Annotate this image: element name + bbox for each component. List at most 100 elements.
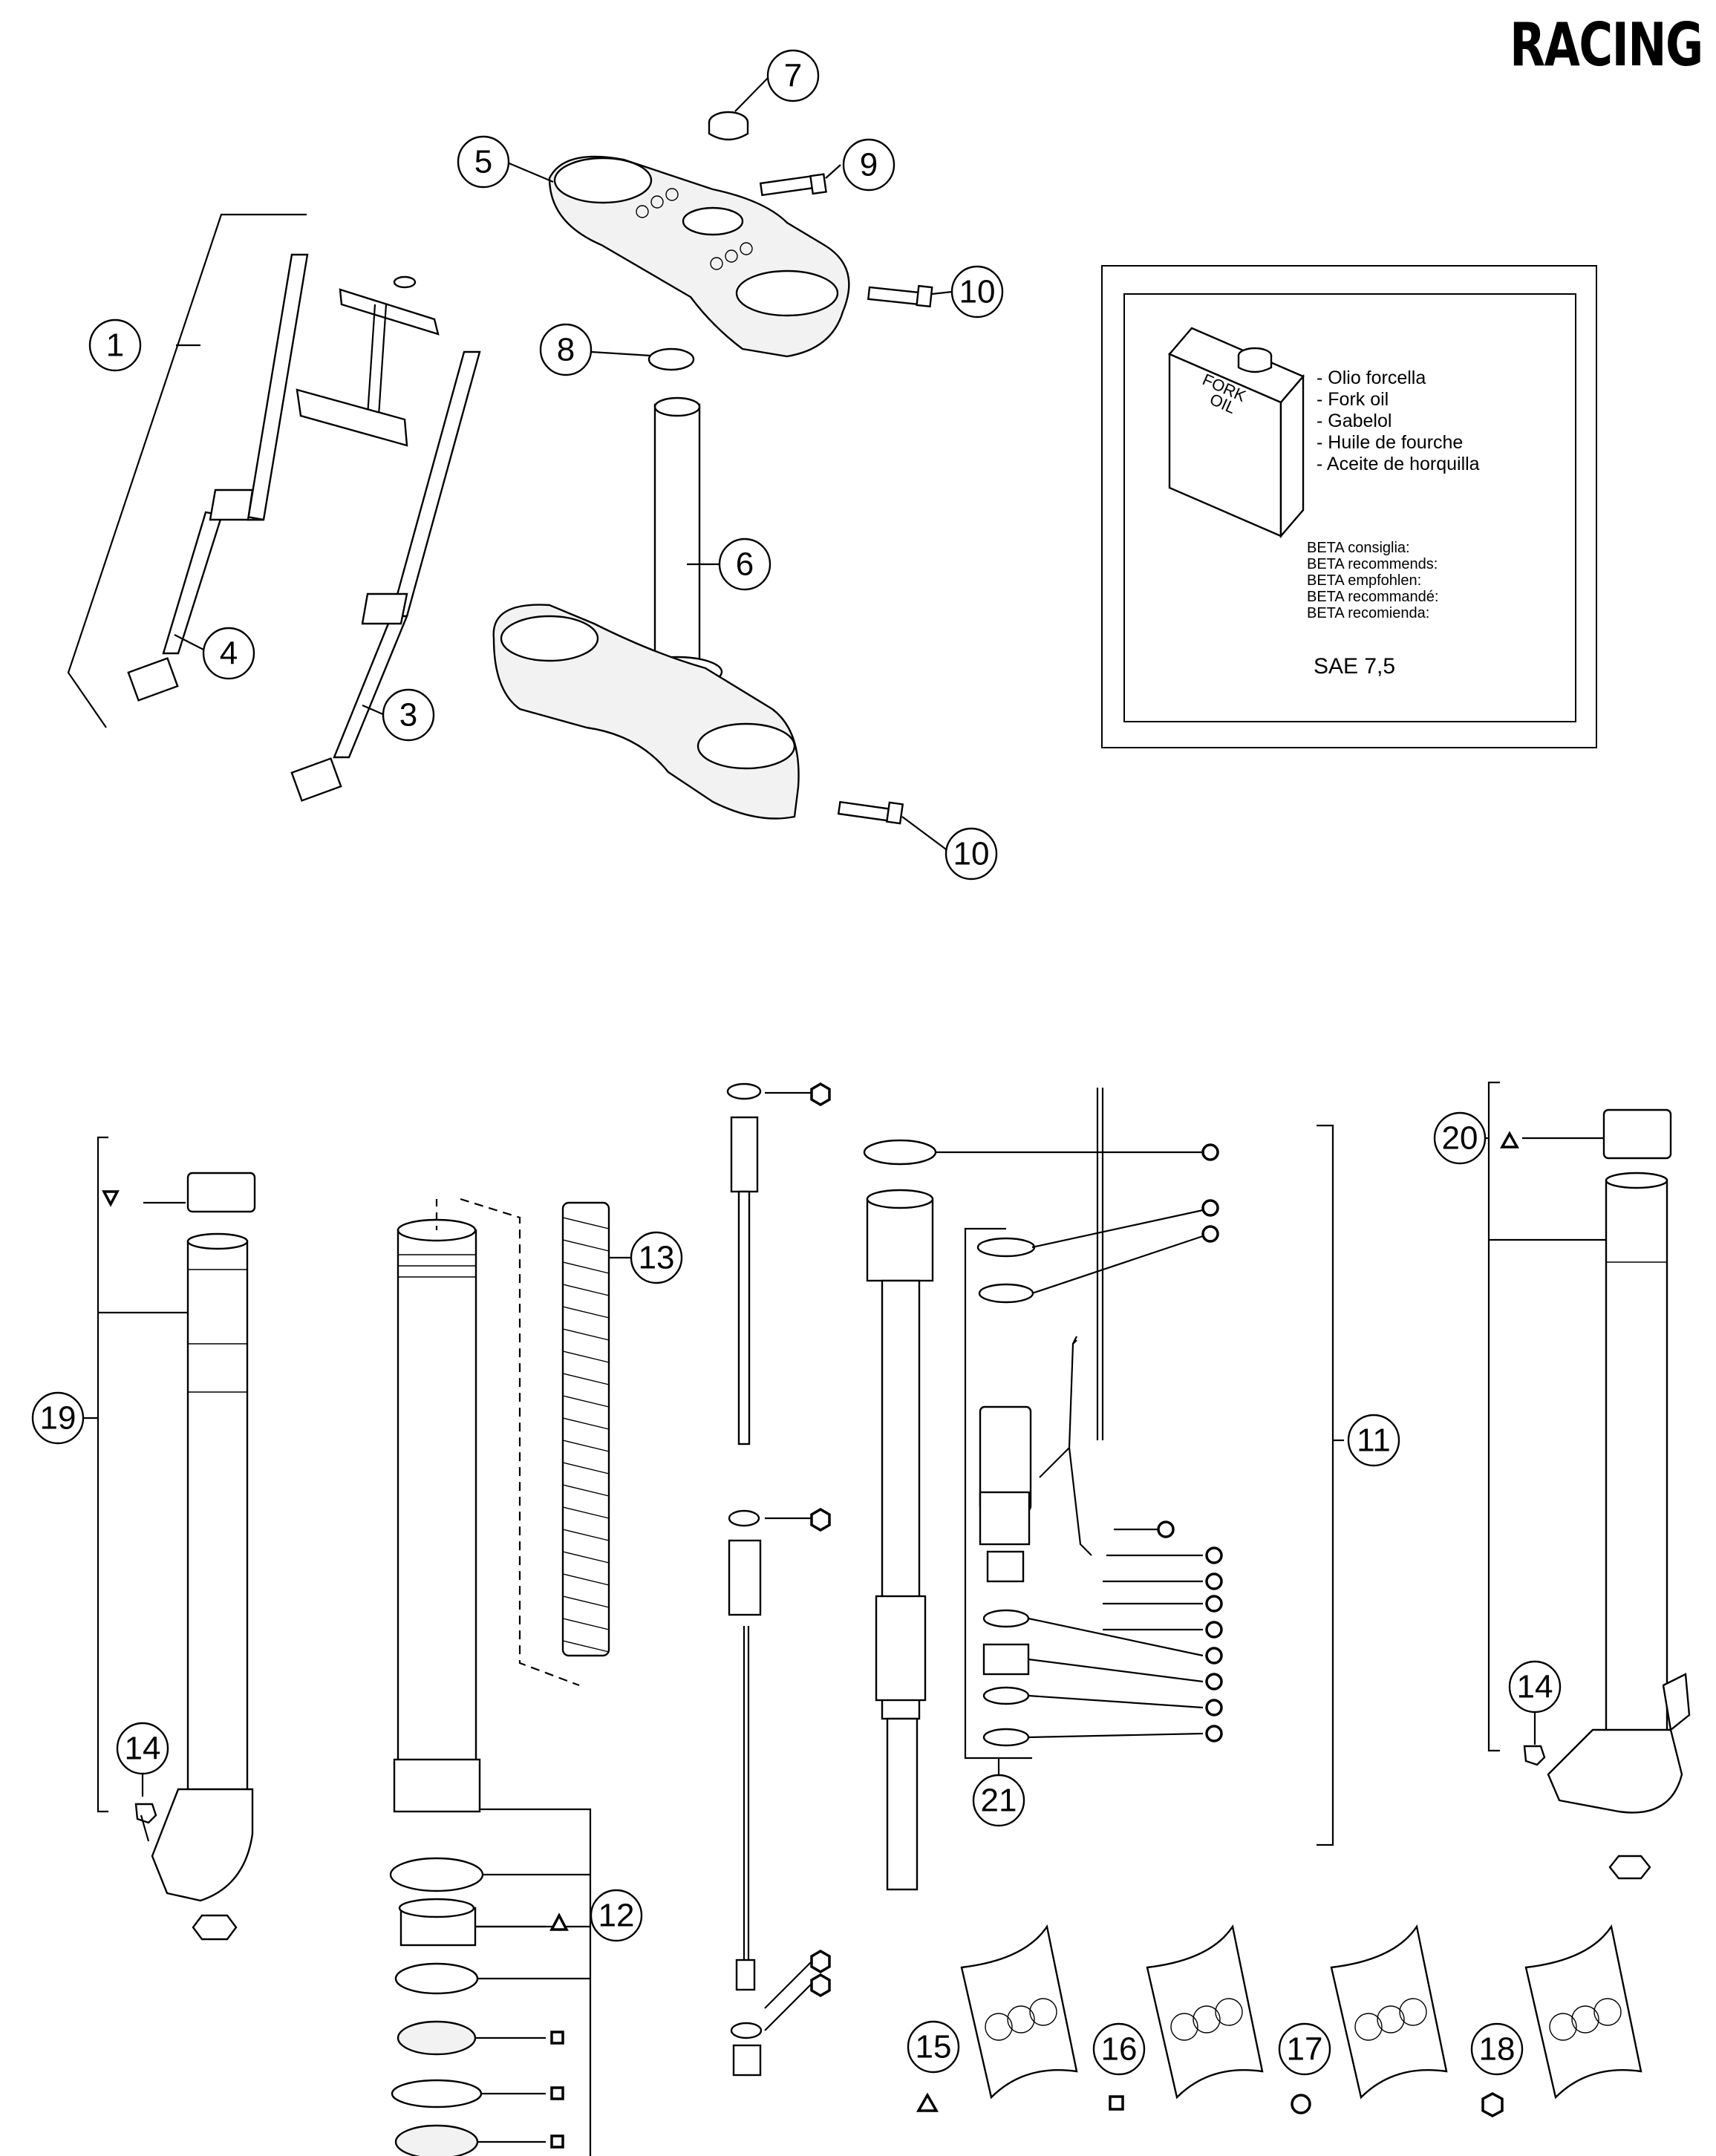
- cartridge-11: [863, 1124, 1344, 1891]
- svg-text:17: 17: [1287, 2031, 1323, 2068]
- recommends-en: BETA recommends:: [1307, 556, 1438, 572]
- kit-hexagon-marker: [810, 1973, 831, 1998]
- kit-bag-18: [1524, 1924, 1642, 2100]
- svg-text:3: 3: [399, 697, 417, 734]
- svg-text:6: 6: [736, 546, 754, 583]
- callout-8: 8: [539, 323, 593, 376]
- page-title: RACING: [1510, 10, 1704, 79]
- svg-text:9: 9: [860, 147, 878, 183]
- callout-14a: 14: [116, 1722, 169, 1775]
- brand-recommends-list: BETA consiglia: BETA recommends: BETA em…: [1307, 540, 1438, 621]
- svg-text:16: 16: [1101, 2031, 1138, 2068]
- oil-name-it: - Olio forcella: [1317, 368, 1426, 388]
- outer-tube-right: [1547, 1108, 1691, 1880]
- fork-spring: [561, 1201, 631, 1657]
- fork-leg-left: [127, 253, 309, 702]
- callout-11: 11: [1347, 1414, 1400, 1467]
- svg-text:11: 11: [1357, 1422, 1391, 1459]
- kit-hexagon-marker: [810, 1082, 831, 1107]
- oil-name-list: - Olio forcella - Fork oil - Gabelol - H…: [1317, 368, 1480, 475]
- fork-leg-right: [290, 350, 481, 802]
- mini-triple-clamp: [296, 275, 440, 447]
- kit-triangle-marker: [549, 1912, 569, 1931]
- kit-bag-16: [1146, 1924, 1264, 2100]
- kit-triangle-marker: [102, 1190, 120, 1207]
- clamp-bolt-low: [837, 800, 904, 825]
- oil-grade: SAE 7,5: [1314, 654, 1396, 679]
- callout-15: 15: [907, 2020, 960, 2074]
- clamp-bolt-top: [759, 173, 827, 197]
- svg-text:19: 19: [40, 1400, 76, 1437]
- callout-10a: 10: [950, 265, 1004, 318]
- oil-name-en: - Fork oil: [1317, 389, 1389, 410]
- oil-can-icon: FORK OIL: [1168, 327, 1305, 539]
- svg-text:12: 12: [598, 1898, 635, 1934]
- svg-text:14: 14: [1517, 1669, 1553, 1705]
- callout-1: 1: [88, 318, 142, 372]
- kit-bag-15: [960, 1924, 1078, 2100]
- svg-text:10: 10: [959, 274, 996, 310]
- upper-triple-clamp: [548, 155, 850, 358]
- lower-triple-clamp: [492, 396, 800, 820]
- svg-text:8: 8: [557, 332, 575, 368]
- callout-14b: 14: [1508, 1660, 1562, 1714]
- seal-kit-12: [389, 1808, 601, 2156]
- svg-text:4: 4: [220, 636, 238, 672]
- bracket-20: [1481, 1081, 1608, 1752]
- recommends-es: BETA recomienda:: [1307, 605, 1430, 621]
- callout-16: 16: [1092, 2022, 1146, 2076]
- recommends-fr: BETA recommandé:: [1307, 589, 1439, 605]
- oil-name-es: - Aceite de horquilla: [1317, 454, 1480, 474]
- recommends-it: BETA consiglia:: [1307, 540, 1410, 556]
- kit-circle-marker: [1291, 2094, 1311, 2114]
- circle-kit-markers: [1157, 1143, 1223, 1742]
- callout-20: 20: [1433, 1111, 1487, 1165]
- callout-18: 18: [1470, 2022, 1524, 2076]
- kit-square-marker: [550, 2031, 564, 2045]
- inner-tube: [393, 1198, 580, 1813]
- damper-rod: [726, 1082, 814, 2077]
- callout-5: 5: [457, 135, 510, 189]
- svg-text:10: 10: [953, 836, 990, 872]
- svg-text:1: 1: [106, 327, 124, 364]
- kit-square-marker: [550, 2134, 564, 2149]
- svg-text:13: 13: [639, 1240, 675, 1276]
- svg-text:7: 7: [784, 58, 802, 94]
- callout-21: 21: [972, 1774, 1025, 1827]
- callout-7: 7: [766, 49, 820, 102]
- svg-text:18: 18: [1479, 2031, 1516, 2068]
- callout-4: 4: [202, 627, 255, 680]
- axle-bolt-left: [134, 1774, 157, 1842]
- outer-tube-left: [151, 1172, 256, 1941]
- callout-9: 9: [842, 138, 895, 192]
- clamp-bolt-mid: [867, 284, 933, 308]
- kit-bag-17: [1330, 1924, 1448, 2100]
- recommends-de: BETA empfohlen:: [1307, 572, 1422, 589]
- kit-square-marker: [550, 2086, 564, 2100]
- oil-name-de: - Gabelol: [1317, 411, 1392, 431]
- fork-oil-info-inner: FORK OIL - Olio forcella - Fork oil - Ga…: [1123, 293, 1576, 722]
- svg-text:20: 20: [1442, 1120, 1478, 1157]
- svg-text:21: 21: [981, 1783, 1017, 1819]
- callout-6: 6: [718, 538, 771, 591]
- callout-13: 13: [630, 1231, 683, 1284]
- steering-nut: [708, 111, 749, 141]
- callout-3: 3: [382, 688, 435, 742]
- fork-assembly-group: [67, 213, 481, 802]
- kit-hexagon-marker: [1481, 2092, 1504, 2117]
- kit-triangle-marker: [1500, 1131, 1519, 1149]
- oil-name-fr: - Huile de fourche: [1317, 432, 1464, 453]
- callout-19: 19: [31, 1391, 85, 1445]
- callout-10b: 10: [945, 827, 998, 881]
- bracket-19: [71, 1136, 189, 1813]
- callout-17: 17: [1278, 2022, 1331, 2076]
- o-ring: [647, 347, 695, 371]
- kit-square-marker: [1109, 2095, 1124, 2111]
- callout-12: 12: [590, 1889, 643, 1942]
- axle-bolt-right: [1523, 1711, 1546, 1766]
- svg-text:14: 14: [125, 1731, 161, 1767]
- kit-triangle-marker: [916, 2092, 939, 2112]
- fork-oil-info-box: FORK OIL - Olio forcella - Fork oil - Ga…: [1101, 265, 1597, 748]
- svg-text:5: 5: [474, 144, 492, 180]
